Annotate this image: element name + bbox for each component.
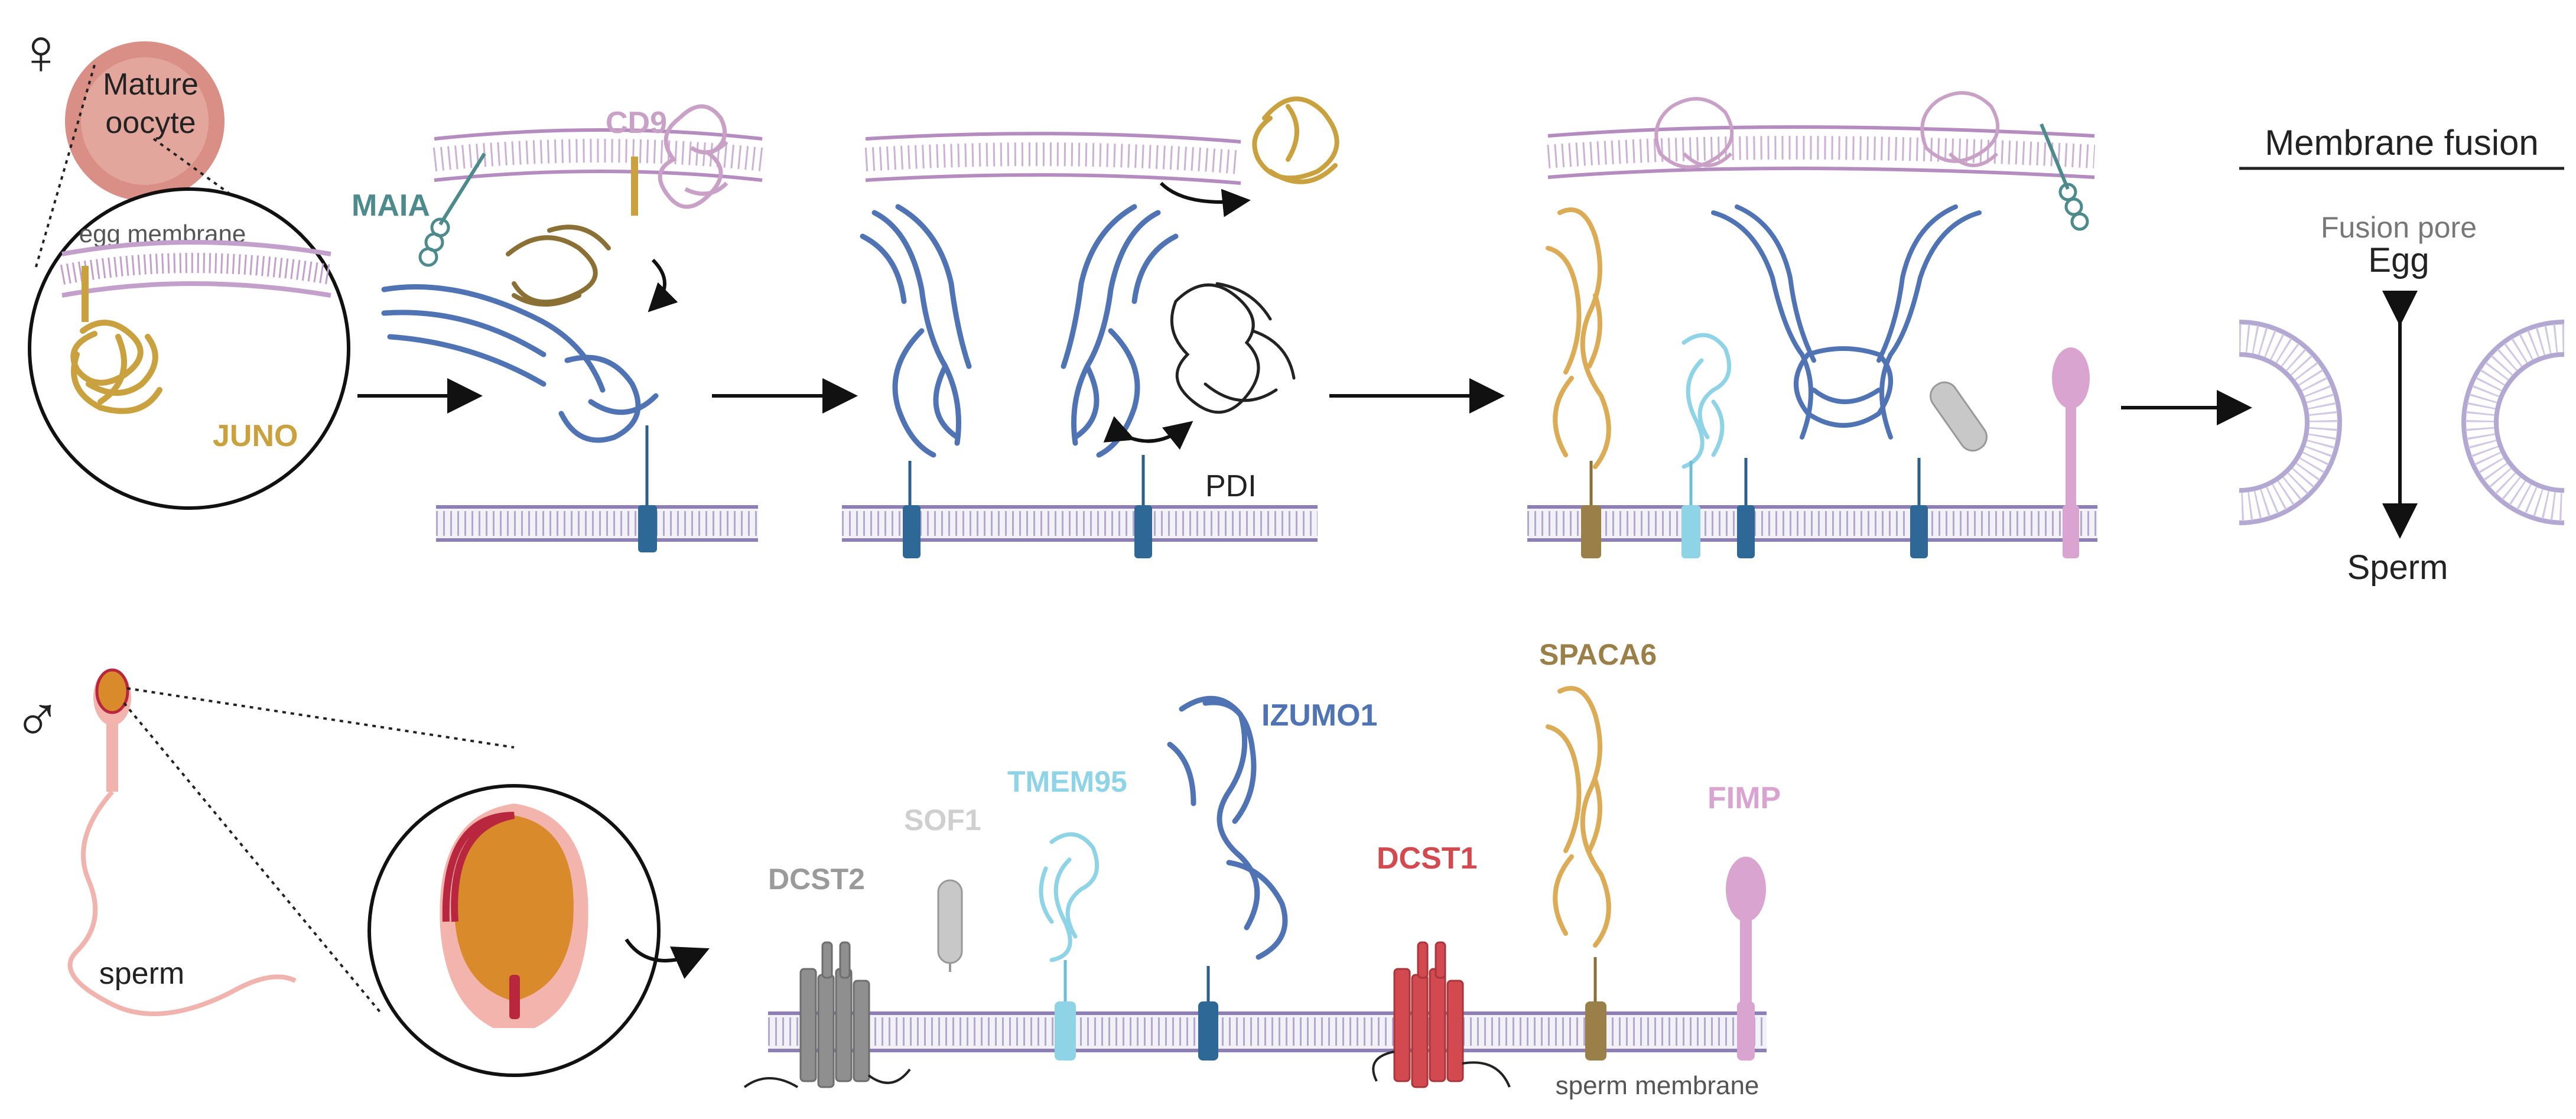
izumo1-bound-structure (381, 284, 659, 443)
panel-binding: MAIA CD9 (352, 104, 764, 552)
fusion-membrane-right (2461, 320, 2565, 525)
maia-label: MAIA (352, 188, 430, 223)
tmem95-label: TMEM95 (1007, 765, 1127, 798)
female-symbol: ♀ (17, 15, 66, 88)
fusion-sperm-label: Sperm (2347, 548, 2448, 587)
izumo1-dimer-left (860, 204, 972, 458)
pdi-structure (1170, 282, 1296, 414)
spaca6-structure (1546, 207, 1611, 469)
juno-released-structure (1252, 96, 1339, 184)
pdi-interaction-arrow (1103, 416, 1193, 450)
zoom-to-membrane-arrow (625, 938, 710, 979)
panel-dimer: PDI (842, 96, 1339, 558)
fusion-pore-label: Fusion pore (2321, 211, 2477, 244)
sof1-protein (1930, 381, 1988, 452)
fusion-membrane-left (2239, 320, 2342, 525)
dcst2-protein (799, 941, 870, 1088)
cd9-structure (1654, 91, 2000, 169)
juno-bound-structure (506, 225, 611, 307)
cd9-structure (658, 104, 728, 209)
izumo1-tm-anchor (903, 505, 921, 558)
juno-anchor (631, 157, 638, 216)
izumo1-tm-anchor (1737, 505, 1755, 558)
sperm-label: sperm (99, 957, 184, 991)
zoom-line (126, 687, 515, 749)
cd9-label: CD9 (606, 106, 667, 140)
maia-protein (418, 152, 486, 267)
juno-release-arrow (648, 258, 678, 313)
panel-complex (1527, 91, 2097, 558)
tmem95-tm-anchor (1681, 505, 1700, 558)
sof1-label: SOF1 (904, 804, 981, 837)
izumo1-structure (1167, 695, 1288, 960)
oocyte-label-line1: Mature (103, 67, 199, 102)
tmem95-structure (1681, 333, 1732, 469)
zoom-line (34, 64, 96, 269)
sof1-protein (937, 879, 963, 964)
izumo1-tm-anchor (1134, 505, 1152, 558)
maia-protein (2040, 123, 2089, 231)
sperm-membrane-panel: DCST2 SOF1 TMEM95 IZUMO1 (743, 638, 1781, 1100)
izumo1-tm-anchor (638, 505, 657, 552)
male-symbol: ♂ (13, 683, 62, 756)
pdi-label: PDI (1205, 469, 1257, 503)
oocyte-label-line2: oocyte (105, 106, 196, 140)
izumo1-tm-anchor (1910, 505, 1928, 558)
panel-fusion: Membrane fusion Fusion pore Egg Sperm (2239, 123, 2565, 587)
fimp-protein (1726, 857, 1766, 1061)
spaca6-label: SPACA6 (1539, 638, 1657, 671)
izumo1-complex-structure (1711, 204, 1982, 440)
sperm-membrane-label: sperm membrane (1556, 1071, 1759, 1100)
dcst1-protein (1393, 941, 1464, 1088)
fimp-tm-anchor (2063, 505, 2079, 558)
izumo1-label: IZUMO1 (1261, 698, 1377, 733)
sperm-cell (67, 668, 297, 1016)
zoom-line (123, 702, 382, 1014)
fimp-protein (2052, 347, 2090, 508)
spaca6-tm-anchor (1585, 1001, 1606, 1061)
tmem95-structure (1039, 832, 1100, 962)
juno-release-arrow (1159, 181, 1251, 217)
fusion-heading: Membrane fusion (2265, 123, 2539, 162)
fimp-label: FIMP (1707, 781, 1781, 815)
juno-anchor (82, 266, 89, 322)
mature-oocyte: Mature oocyte (65, 41, 225, 201)
dcst2-label: DCST2 (768, 863, 865, 896)
juno-label: JUNO (213, 419, 298, 453)
egg-membrane-zoom: egg membrane (28, 187, 350, 510)
tmem95-tm-anchor (1055, 1001, 1076, 1061)
spaca6-structure (1546, 686, 1611, 948)
juno-structure (70, 320, 162, 414)
dcst1-label: DCST1 (1377, 841, 1477, 876)
fusion-egg-label: Egg (2368, 241, 2429, 279)
izumo1-tm-anchor (1198, 1001, 1218, 1061)
spaca6-tm-anchor (1581, 505, 1601, 558)
izumo1-dimer-right (1061, 204, 1179, 458)
sperm-head-zoom (367, 784, 661, 1077)
